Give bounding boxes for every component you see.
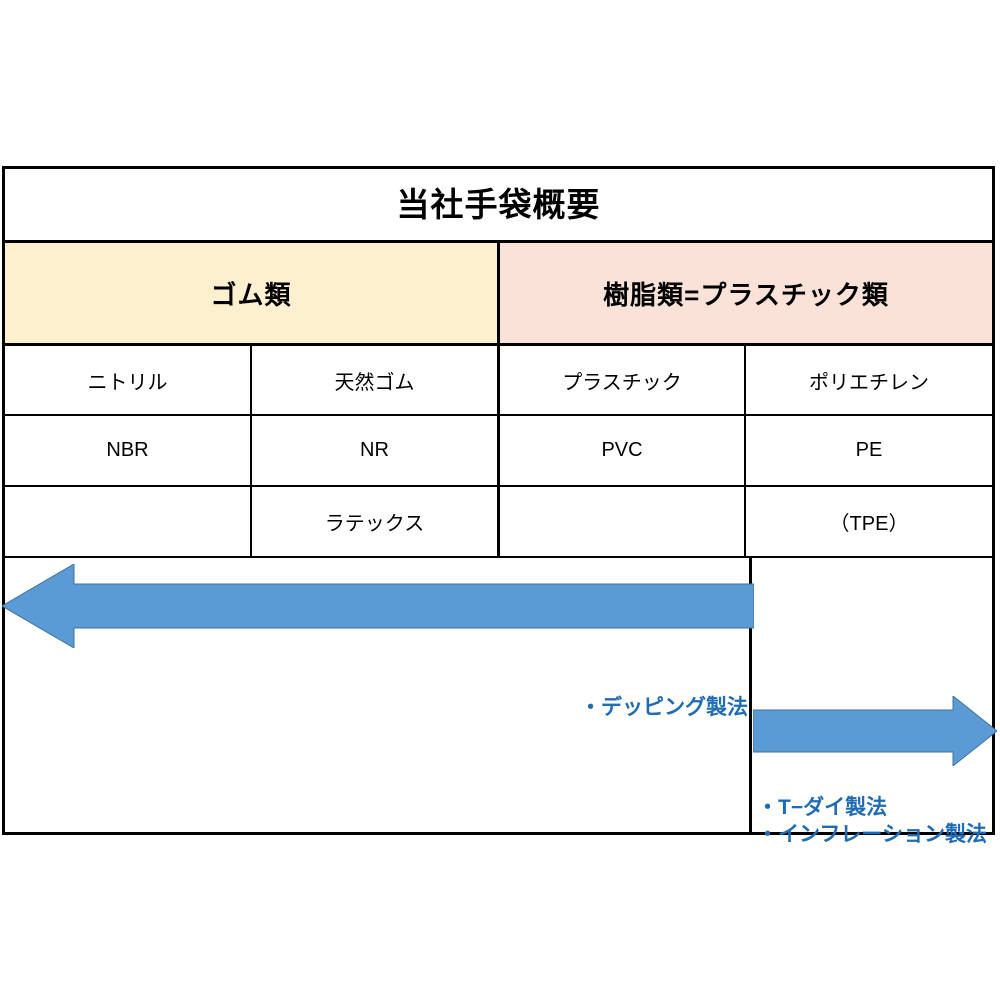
table-row: NBR NR PVC PE: [5, 416, 992, 487]
table-cell: NBR: [5, 416, 252, 485]
inflation-process-text: ・インフレーション製法: [757, 822, 987, 846]
table-cell: ラテックス: [252, 487, 500, 556]
glove-overview-table: 当社手袋概要 ゴム類 樹脂類=プラスチック類 ニトリル 天然ゴム プラスチック …: [2, 166, 997, 846]
category-label-rubber: ゴム類: [210, 279, 292, 310]
category-cell-rubber: ゴム類: [5, 243, 500, 343]
table-row: ラテックス （TPE）: [5, 487, 992, 558]
dipping-process-arrow: [2, 564, 754, 648]
table-cell: （TPE）: [829, 513, 909, 535]
table-row: ニトリル 天然ゴム プラスチック ポリエチレン: [5, 346, 992, 416]
table-cell: プラスチック: [500, 346, 746, 414]
table-cell: NR: [252, 416, 500, 485]
process-column-divider: [749, 558, 752, 832]
dipping-process-label: ・デッピング製法: [580, 695, 748, 722]
extrusion-process-label: ・T−ダイ製法 ・インフレーション製法: [757, 795, 987, 849]
table-cell: PVC: [500, 416, 746, 485]
table-cell: PE: [855, 439, 883, 461]
table-cell: ニトリル: [5, 346, 252, 414]
extrusion-process-arrow: [753, 696, 997, 766]
table-cell: [5, 487, 252, 556]
page-title: 当社手袋概要: [396, 186, 601, 223]
tdie-process-text: ・T−ダイ製法: [757, 796, 888, 819]
table-cell: ポリエチレン: [809, 371, 929, 394]
category-band: ゴム類 樹脂類=プラスチック類: [5, 243, 992, 346]
category-label-resin: 樹脂類=プラスチック類: [603, 279, 889, 310]
table-title-row: 当社手袋概要: [5, 169, 992, 243]
category-cell-resin: 樹脂類=プラスチック類: [500, 243, 992, 343]
dipping-process-text: ・デッピング製法: [580, 696, 748, 719]
table-cell: 天然ゴム: [252, 346, 500, 414]
table-cell: [500, 487, 746, 556]
process-zone: ・デッピング製法 ・T−ダイ製法 ・インフレーション製法: [2, 558, 997, 846]
